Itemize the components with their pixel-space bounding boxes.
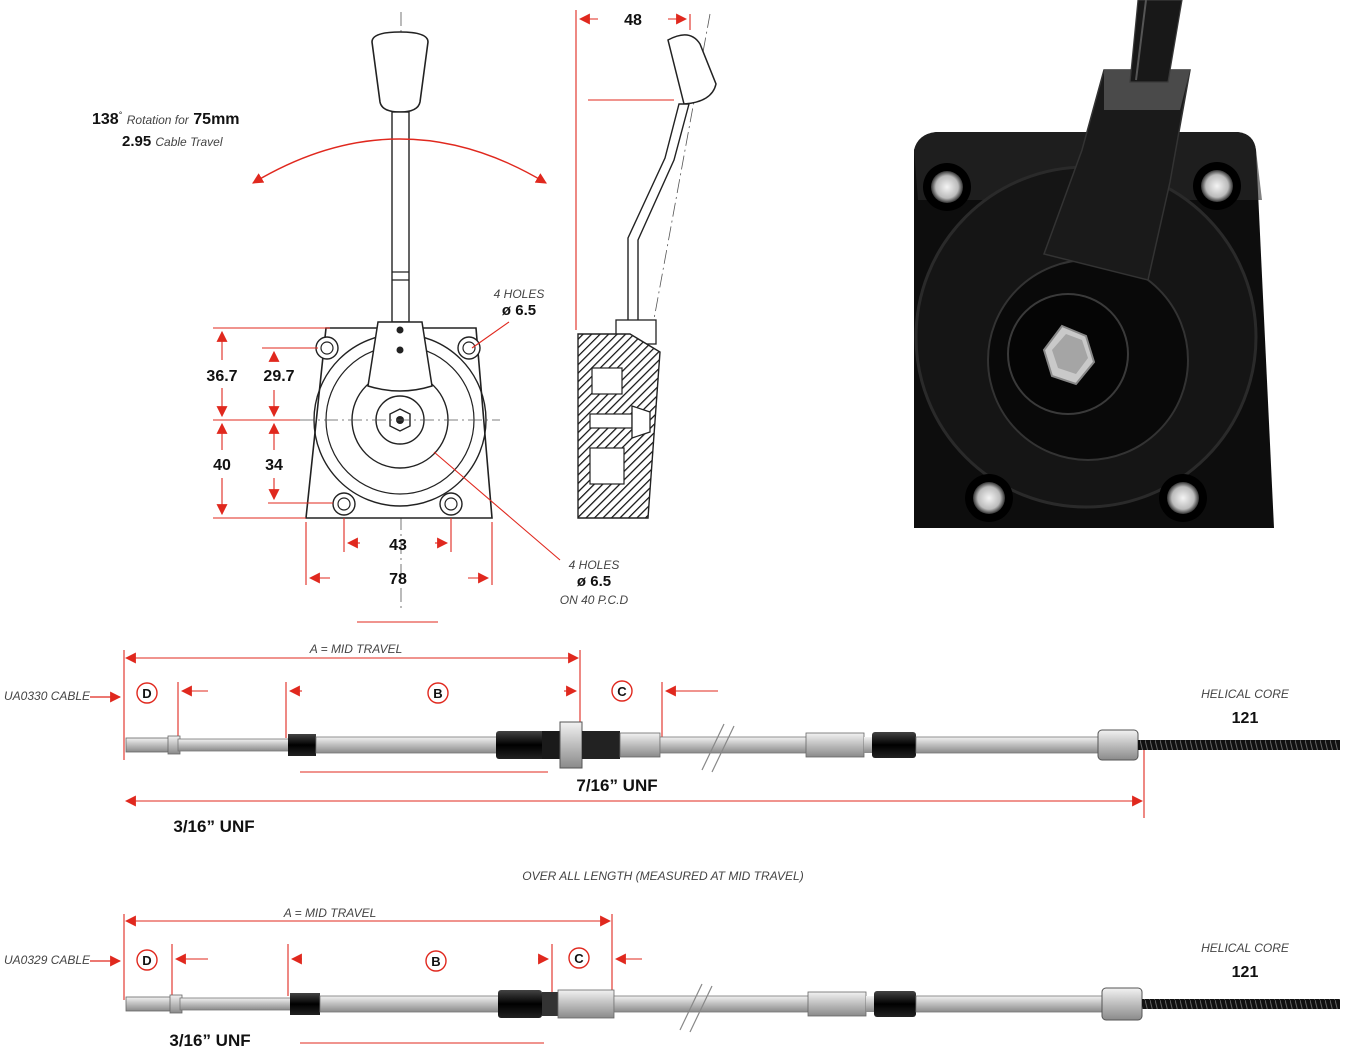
cable-1-thread-end: 3/16” UNF bbox=[173, 817, 254, 836]
cable-2-a-label: A = MID TRAVEL bbox=[283, 906, 377, 920]
svg-text:B: B bbox=[433, 686, 442, 701]
mounting-holes bbox=[315, 336, 481, 516]
top-holes-diameter: ø 6.5 bbox=[502, 302, 536, 319]
lever-photo bbox=[914, 0, 1274, 528]
cable-2-marker-b bbox=[425, 950, 447, 972]
cable-2-marker-d bbox=[136, 949, 158, 971]
svg-text:D: D bbox=[142, 953, 151, 968]
cable-2-bush bbox=[498, 990, 542, 1018]
dim-78: 78 bbox=[389, 571, 407, 588]
cable-1-end-fitting bbox=[288, 734, 316, 756]
cable-1-thread-mid: 7/16” UNF bbox=[576, 776, 657, 795]
dim-34: 34 bbox=[265, 457, 283, 474]
svg-text:C: C bbox=[617, 684, 627, 699]
side-dimension-lines bbox=[575, 10, 691, 330]
cable-2-thread-end: 3/16” UNF bbox=[169, 1031, 250, 1049]
bottom-holes-diameter: ø 6.5 bbox=[577, 573, 611, 590]
cable-2-core-value: 121 bbox=[1232, 964, 1259, 981]
dim-48: 48 bbox=[624, 12, 642, 29]
cable-1-marker-d bbox=[136, 682, 158, 704]
cable-1-helical-core bbox=[1138, 740, 1340, 750]
lever-knob bbox=[371, 31, 429, 113]
side-shaft bbox=[627, 103, 690, 323]
lever-side-view bbox=[577, 13, 717, 519]
lever-front-view bbox=[300, 12, 500, 610]
bottom-holes-leader bbox=[433, 451, 561, 561]
rotation-arc bbox=[252, 138, 547, 184]
cable-1-a-label: A = MID TRAVEL bbox=[309, 642, 403, 656]
svg-text:D: D bbox=[142, 686, 151, 701]
cable-1-marker-c bbox=[611, 680, 633, 702]
cable-1-core-value: 121 bbox=[1232, 710, 1259, 727]
dim-36-7: 36.7 bbox=[206, 368, 237, 385]
top-holes-label: 4 HOLES bbox=[494, 287, 545, 301]
lever-shaft bbox=[391, 111, 410, 323]
cable-2-helical-core bbox=[1142, 999, 1340, 1009]
cable-1-core-label: HELICAL CORE bbox=[1201, 687, 1290, 701]
cable-travel-label: 2.95 Cable Travel bbox=[122, 133, 223, 150]
cable-2-rod bbox=[179, 997, 293, 1011]
cable-1-marker-b bbox=[427, 682, 449, 704]
cable-2: UA0329 CABLE A = MID TRAVEL D B C bbox=[4, 906, 1340, 1049]
top-holes-leader bbox=[471, 321, 510, 349]
overall-length-label: OVER ALL LENGTH (MEASURED AT MID TRAVEL) bbox=[522, 869, 803, 883]
bottom-holes-pcd: ON 40 P.C.D bbox=[560, 593, 629, 607]
cable-2-name: UA0329 CABLE bbox=[4, 953, 91, 967]
cable-2-marker-c bbox=[568, 947, 590, 969]
dim-43: 43 bbox=[389, 537, 407, 554]
cable-1: UA0330 CABLE A = MID TRAVEL D B C bbox=[4, 642, 1340, 836]
lever-boss bbox=[367, 321, 433, 392]
rotation-label: 138° Rotation for 75mm bbox=[92, 110, 240, 128]
side-knob bbox=[667, 34, 717, 105]
cable-2-core-label: HELICAL CORE bbox=[1201, 941, 1290, 955]
dim-29-7: 29.7 bbox=[263, 368, 294, 385]
cable-2-end-fitting bbox=[290, 993, 320, 1015]
cable-1-threaded-bush bbox=[496, 731, 546, 759]
svg-text:B: B bbox=[431, 954, 440, 969]
vertical-dimensions bbox=[213, 327, 333, 519]
svg-text:C: C bbox=[574, 951, 584, 966]
horizontal-dimensions bbox=[305, 518, 493, 623]
cable-1-nut bbox=[559, 721, 583, 769]
dim-40: 40 bbox=[213, 457, 231, 474]
cable-1-name: UA0330 CABLE bbox=[4, 689, 91, 703]
cable-1-rod bbox=[177, 738, 291, 752]
bottom-holes-label: 4 HOLES bbox=[569, 558, 620, 572]
